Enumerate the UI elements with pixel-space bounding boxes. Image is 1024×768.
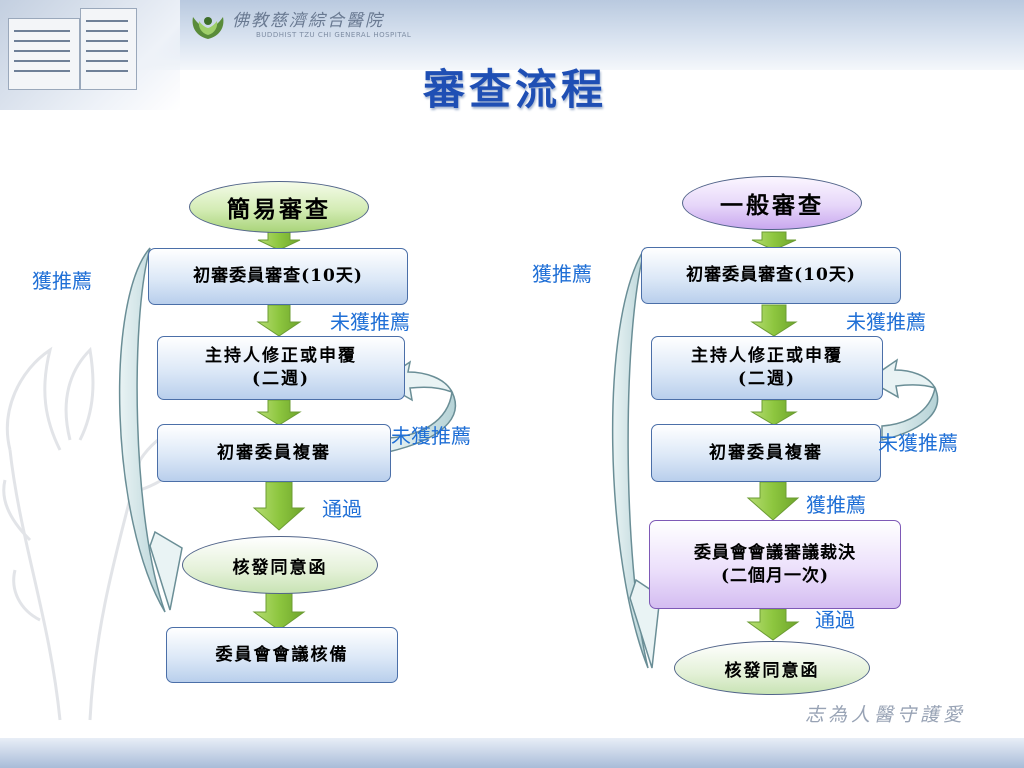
left-recommended-curve-arrow <box>118 247 183 613</box>
footer-band <box>0 738 1024 768</box>
right-label-recommended-2: 獲推薦 <box>806 493 866 517</box>
right-step-approval-letter[interactable]: 核發同意函 <box>674 641 870 695</box>
right-down-arrow-3 <box>750 399 798 426</box>
left-down-arrow-1 <box>257 231 301 251</box>
left-step-initial-review[interactable]: 初審委員審查(10天) <box>148 248 408 305</box>
left-step-committee-filing[interactable]: 委員會會議核備 <box>166 627 398 683</box>
left-label-not-recommended-1: 未獲推薦 <box>330 310 410 334</box>
left-down-arrow-2 <box>256 304 302 337</box>
right-step-pi-revision-line1: 主持人修正或申覆 <box>691 346 843 366</box>
left-down-arrow-4 <box>252 481 306 531</box>
left-label-pass: 通過 <box>322 497 362 521</box>
right-label-not-recommended-2: 未獲推薦 <box>878 431 958 455</box>
left-step-re-review[interactable]: 初審委員複審 <box>157 424 391 482</box>
slide-title: 審查流程 <box>422 65 607 114</box>
hospital-name: 佛教慈濟綜合醫院 <box>232 11 384 31</box>
left-down-arrow-3 <box>256 399 302 426</box>
right-label-not-recommended-1: 未獲推薦 <box>846 310 926 334</box>
footer-motto: 志為人醫守護愛 <box>805 704 967 726</box>
right-down-arrow-2 <box>750 304 798 337</box>
right-step-re-review[interactable]: 初審委員複審 <box>651 424 881 482</box>
left-label-not-recommended-2: 未獲推薦 <box>391 424 471 448</box>
left-step-pi-revision-line2: (二週) <box>251 369 311 389</box>
left-step-approval-letter[interactable]: 核發同意函 <box>182 536 378 594</box>
right-down-arrow-4 <box>746 481 800 521</box>
right-down-arrow-5 <box>746 608 800 641</box>
right-step-pi-revision-line2: (二週) <box>737 369 797 389</box>
left-label-recommended: 獲推薦 <box>32 269 92 293</box>
tzu-chi-logo-icon <box>192 17 224 39</box>
right-label-recommended: 獲推薦 <box>532 262 592 286</box>
left-step-pi-revision-line1: 主持人修正或申覆 <box>205 346 357 366</box>
right-step-committee-decision-line2: (二個月一次) <box>720 565 830 586</box>
hospital-building-image <box>0 0 180 110</box>
hospital-name-en: BUDDHIST TZU CHI GENERAL HOSPITAL <box>256 31 412 39</box>
left-step-pi-revision[interactable]: 主持人修正或申覆 (二週) <box>157 336 405 400</box>
right-step-pi-revision[interactable]: 主持人修正或申覆 (二週) <box>651 336 883 400</box>
right-start-oval[interactable]: 一般審查 <box>682 176 862 230</box>
left-start-oval[interactable]: 簡易審查 <box>189 181 369 233</box>
right-step-committee-decision-line1: 委員會會議審議裁決 <box>694 542 856 563</box>
right-label-pass: 通過 <box>815 608 855 632</box>
right-down-arrow-1 <box>751 231 797 251</box>
right-step-initial-review[interactable]: 初審委員審查(10天) <box>641 247 901 304</box>
left-down-arrow-5 <box>252 592 306 631</box>
right-step-committee-decision[interactable]: 委員會會議審議裁決 (二個月一次) <box>649 520 901 609</box>
